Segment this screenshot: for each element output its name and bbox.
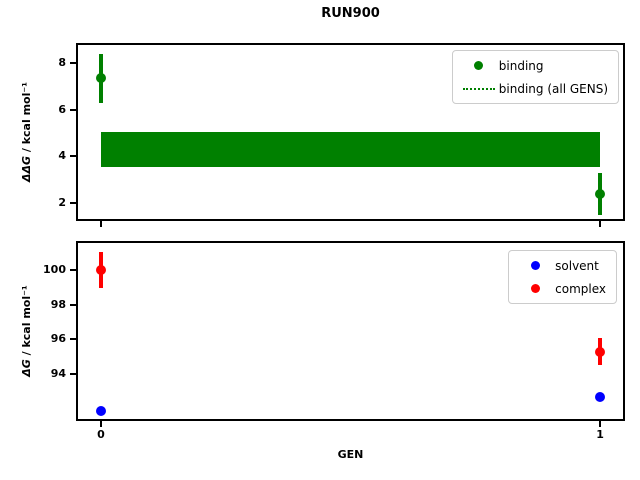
x-tick-mark-0 (99, 421, 102, 427)
legend-item-complex: complex (515, 278, 606, 299)
y-tick-label-8: 8 (58, 56, 66, 70)
point-complex-gen1 (595, 346, 606, 357)
y-tick-label-94: 94 (50, 367, 66, 381)
point-complex-gen0 (95, 264, 106, 275)
y-tick-mark-94 (70, 373, 76, 376)
x-tick-mark-1 (599, 421, 602, 427)
x-tick-label-0: 0 (97, 428, 105, 441)
legend-bottom: solvent complex (508, 250, 617, 304)
y-tick-mark-98 (70, 303, 76, 306)
y-tick-mark-96 (70, 338, 76, 341)
x-tick-label-1: 1 (596, 428, 604, 441)
y-tick-label-100: 100 (43, 262, 66, 276)
x-tick-mark-0 (99, 221, 102, 227)
point-solvent-gen0 (95, 405, 106, 416)
point-solvent-gen1 (595, 391, 606, 402)
binding-all-gens-dotted-line-icon (462, 87, 495, 90)
y-tick-mark-2 (70, 202, 76, 205)
band-binding-all-gens- (100, 131, 601, 167)
x-tick-mark-1 (599, 221, 602, 227)
figure-title: RUN900 (321, 6, 380, 21)
legend-label-solvent: solvent (555, 258, 599, 273)
y-tick-label-6: 6 (58, 102, 66, 116)
legend-item-binding-all-gens: binding (all GENS) (459, 78, 608, 99)
legend-top: binding binding (all GENS) (451, 50, 619, 104)
y-tick-label-2: 2 (58, 196, 66, 210)
binding-dot-icon (474, 61, 484, 70)
y-tick-label-98: 98 (50, 297, 66, 311)
legend-label-complex: complex (555, 281, 606, 296)
legend-item-solvent: solvent (515, 255, 606, 276)
y-axis-label-top-units: / kcal mol⁻¹ (20, 82, 33, 156)
y-tick-mark-100 (70, 268, 76, 271)
y-axis-label-bottom-units: / kcal mol⁻¹ (20, 285, 33, 360)
complex-dot-icon (530, 284, 540, 293)
legend-label-binding-all-gens: binding (all GENS) (498, 81, 608, 96)
y-tick-mark-6 (70, 108, 76, 111)
point-binding-gen0 (95, 73, 106, 84)
solvent-dot-icon (530, 261, 540, 270)
y-tick-mark-8 (70, 62, 76, 65)
legend-item-binding: binding (459, 55, 608, 76)
legend-label-binding: binding (498, 58, 544, 73)
y-tick-label-4: 4 (58, 149, 66, 163)
y-tick-mark-4 (70, 155, 76, 158)
y-tick-label-96: 96 (50, 332, 66, 346)
point-binding-gen1 (595, 188, 606, 199)
x-axis-label: GEN (337, 448, 364, 461)
